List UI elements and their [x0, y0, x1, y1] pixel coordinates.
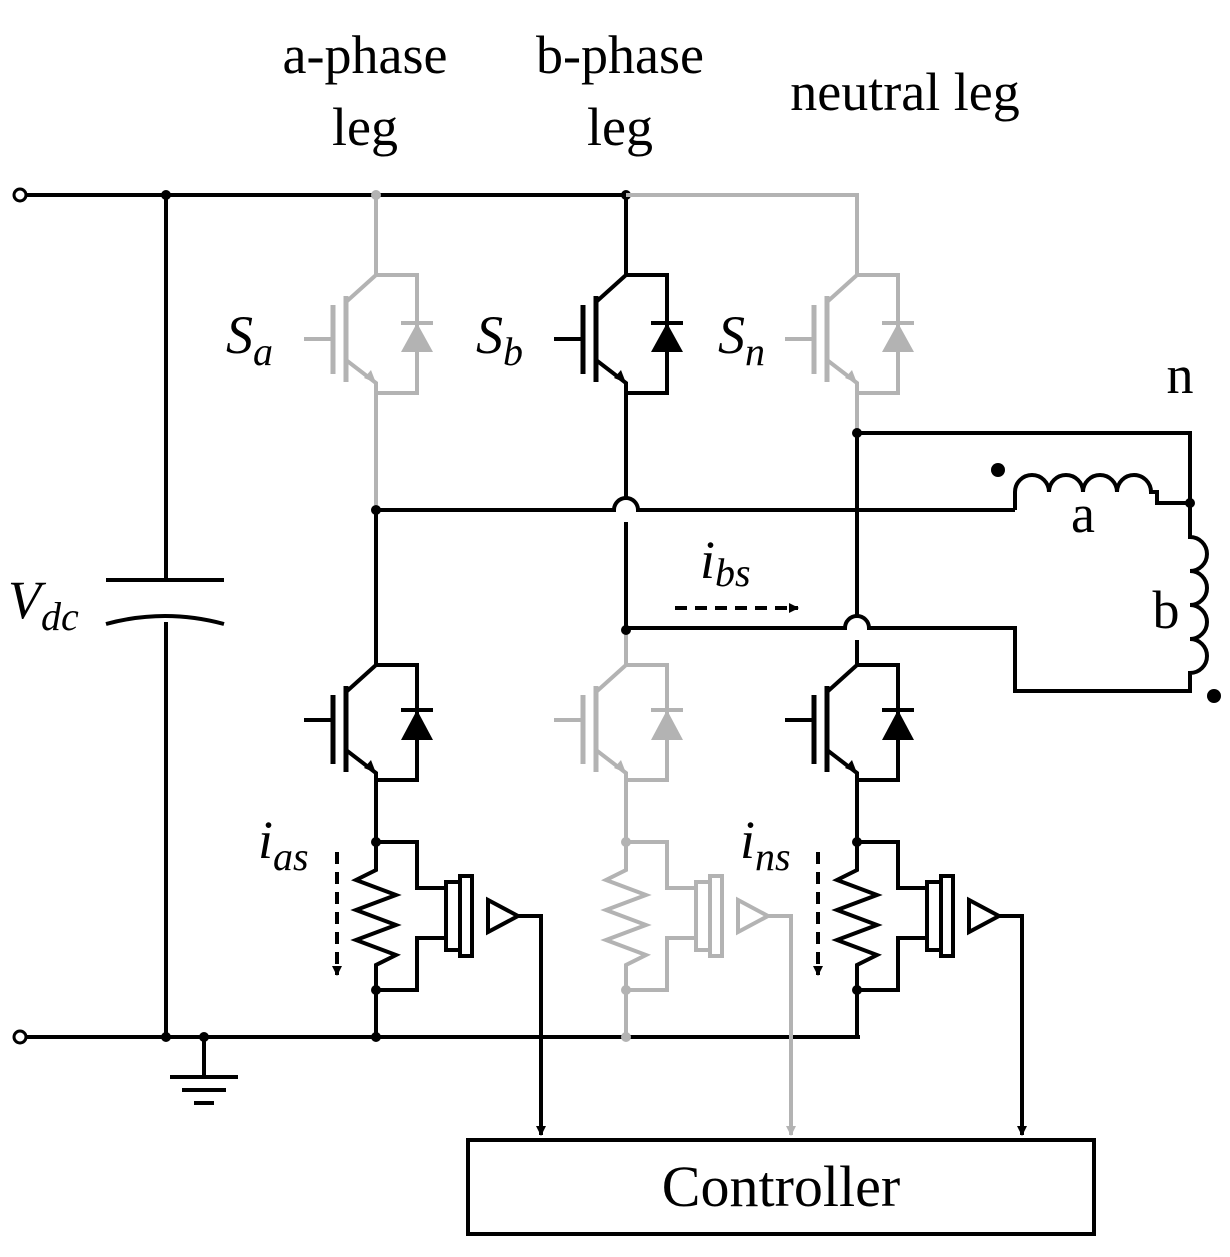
a-phase-lower-igbt[interactable]: [304, 510, 433, 1037]
winding-b-polarity-dot: [1207, 689, 1221, 703]
b-phase-output-wire: [626, 614, 1192, 693]
sb-igbt-switch[interactable]: [554, 195, 683, 630]
dc-bus-inactive-segment: [626, 193, 859, 275]
b-phase-leg-title-1: b-phase: [536, 25, 704, 85]
winding-a-polarity-dot: [991, 463, 1005, 477]
sa-igbt-switch[interactable]: [304, 195, 433, 505]
a-phase-leg-title-2: leg: [332, 97, 398, 157]
b-lower-emitter-arrow-icon: [614, 760, 626, 773]
winding-a-label: a: [1071, 484, 1095, 544]
n-lower-emitter-arrow-icon: [845, 760, 857, 773]
controller-label: Controller: [662, 1154, 900, 1219]
neutral-node-label: n: [1167, 345, 1194, 405]
junction-dot: [852, 985, 862, 995]
a-phase-leg-title-1: a-phase: [283, 25, 448, 85]
dc-link-capacitor: [105, 578, 225, 626]
junction-dot: [371, 1032, 381, 1042]
neutral-lower-igbt[interactable]: [785, 433, 914, 1037]
sb-emitter-arrow-icon: [614, 370, 626, 383]
ins-label: ins: [740, 810, 791, 879]
neutral-shunt-resistor: [831, 840, 927, 992]
junction-dot: [371, 837, 381, 847]
b-lower-diode-icon: [651, 710, 683, 740]
ground-icon: [170, 1037, 238, 1105]
dc-negative-terminal[interactable]: [12, 1029, 28, 1045]
sn-label: Sn: [718, 305, 765, 374]
junction-dot: [621, 985, 631, 995]
junction-dot: [852, 837, 862, 847]
winding-b-label: b: [1153, 580, 1180, 640]
sb-label: Sb: [476, 305, 523, 374]
junction-dot: [161, 190, 171, 200]
ias-label: ias: [258, 810, 309, 879]
b-phase-current-amplifier-icon: [694, 874, 796, 1136]
b-phase-shunt-resistor: [600, 840, 696, 992]
a-phase-shunt-resistor: [350, 840, 446, 992]
vdc-label: Vdc: [8, 570, 79, 639]
b-phase-leg-title-2: leg: [587, 97, 653, 157]
junction-dot: [161, 1032, 171, 1042]
sn-emitter-arrow-icon: [845, 370, 857, 383]
sa-label: Sa: [226, 305, 273, 374]
sa-emitter-arrow-icon: [364, 370, 376, 383]
a-phase-output-wire: [376, 496, 1015, 512]
neutral-leg-title: neutral leg: [790, 62, 1019, 122]
winding-b-inductor-icon: [1188, 503, 1209, 680]
winding-a-inductor-icon: [1013, 473, 1190, 510]
dc-positive-terminal[interactable]: [12, 187, 28, 203]
a-lower-emitter-arrow-icon: [364, 760, 376, 773]
sb-diode-icon: [651, 323, 683, 352]
neutral-current-amplifier-icon: [925, 874, 1027, 1136]
junction-dot: [371, 190, 381, 200]
sn-diode-icon: [882, 323, 914, 352]
a-lower-diode-icon: [401, 710, 433, 740]
a-phase-current-amplifier-icon: [444, 874, 546, 1136]
neutral-output-wire: [857, 431, 1192, 503]
sn-igbt-switch[interactable]: [785, 273, 914, 433]
n-lower-diode-icon: [882, 710, 914, 740]
junction-dot: [621, 837, 631, 847]
junction-dot: [371, 985, 381, 995]
sa-diode-icon: [401, 323, 433, 352]
ibs-label: ibs: [700, 530, 751, 595]
b-phase-lower-igbt[interactable]: [554, 630, 683, 1037]
controller-box[interactable]: [466, 1138, 1096, 1236]
